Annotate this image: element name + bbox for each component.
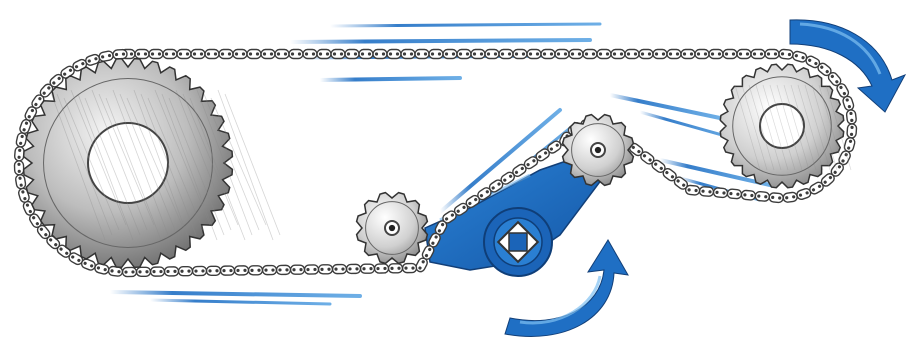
chain-link (569, 50, 583, 59)
chain-link (15, 174, 26, 189)
chain-link (373, 50, 387, 59)
chain-link (178, 267, 192, 276)
chain-link (149, 50, 163, 59)
chain-link (842, 95, 855, 111)
chain-link (234, 266, 248, 275)
chain-link (583, 50, 597, 59)
motion-streak (110, 292, 360, 296)
chain-link (262, 266, 276, 275)
chain-link (513, 50, 527, 59)
motion-streak (150, 300, 330, 304)
chain-link (135, 50, 149, 59)
chain-link (765, 50, 779, 59)
chain-link (597, 50, 611, 59)
chain-link (727, 189, 742, 199)
chain-link (415, 50, 429, 59)
chain-link (359, 50, 373, 59)
chain-link (248, 266, 262, 275)
idler-sprocket-icon (357, 193, 428, 264)
chain-link (16, 132, 28, 148)
chain-link (150, 267, 164, 276)
chain-link (401, 50, 415, 59)
motion-streak (610, 95, 720, 118)
chain-link (625, 50, 639, 59)
chain-link (737, 50, 751, 59)
chain-link (783, 192, 798, 203)
chain-link (318, 265, 332, 274)
chain-link (695, 50, 709, 59)
chain-link (192, 266, 206, 275)
chain-link (233, 50, 247, 59)
chain-link (443, 50, 457, 59)
chain-link (769, 193, 784, 203)
chain-link (653, 50, 667, 59)
chain-link (741, 190, 756, 200)
chain-link (499, 50, 513, 59)
chain-link (98, 50, 113, 62)
chain-link (847, 124, 857, 139)
chain-link (220, 266, 234, 275)
chain-link (177, 50, 191, 59)
chain-link (346, 264, 360, 273)
chain-link (276, 265, 290, 274)
chain-link (205, 50, 219, 59)
chain-link (388, 264, 402, 273)
chain-link (290, 265, 304, 274)
motion-streak (320, 78, 460, 80)
chain-link (14, 146, 24, 161)
chain-link (541, 50, 555, 59)
chain-link (206, 266, 220, 275)
chain-link (667, 50, 681, 59)
chain-link (261, 50, 275, 59)
chain-link (611, 50, 625, 59)
chain-link (713, 188, 728, 198)
chain-link (527, 50, 541, 59)
chain-link (317, 50, 331, 59)
motion-streak (330, 24, 600, 26)
chain-link (113, 49, 128, 59)
chain-link (289, 50, 303, 59)
chain-link (429, 50, 443, 59)
chain-link (191, 50, 205, 59)
chain-link (751, 50, 765, 59)
chain-link (485, 50, 499, 59)
chain-link (709, 50, 723, 59)
chain-link (163, 50, 177, 59)
chain-link (681, 50, 695, 59)
chain-link (164, 267, 178, 276)
motion-streak (290, 40, 590, 42)
chain-link (360, 264, 374, 273)
chain-link (387, 50, 401, 59)
chain-link (402, 264, 416, 273)
chain-link (699, 186, 714, 196)
chain-link (457, 50, 471, 59)
chain-link (792, 50, 808, 63)
chain-link (122, 267, 136, 276)
chain-link (779, 49, 794, 59)
chain-link (303, 50, 317, 59)
tensioner-pivot-icon (484, 208, 552, 276)
chain-link (374, 264, 388, 273)
chain-link (136, 267, 150, 276)
chain-link (247, 50, 261, 59)
chain-link (639, 50, 653, 59)
chain-link (275, 50, 289, 59)
chain-link (846, 109, 857, 124)
chain-link (555, 50, 569, 59)
chain-link (755, 191, 770, 201)
chain-link (332, 265, 346, 274)
chain-link (345, 50, 359, 59)
chain-link (304, 265, 318, 274)
chain-link (471, 50, 485, 59)
chain-link (331, 50, 345, 59)
chain-link (14, 161, 24, 175)
tensioner-sprocket-icon (563, 115, 634, 186)
chain-link (723, 50, 737, 59)
chain-link (796, 187, 812, 200)
chain-link (219, 50, 233, 59)
